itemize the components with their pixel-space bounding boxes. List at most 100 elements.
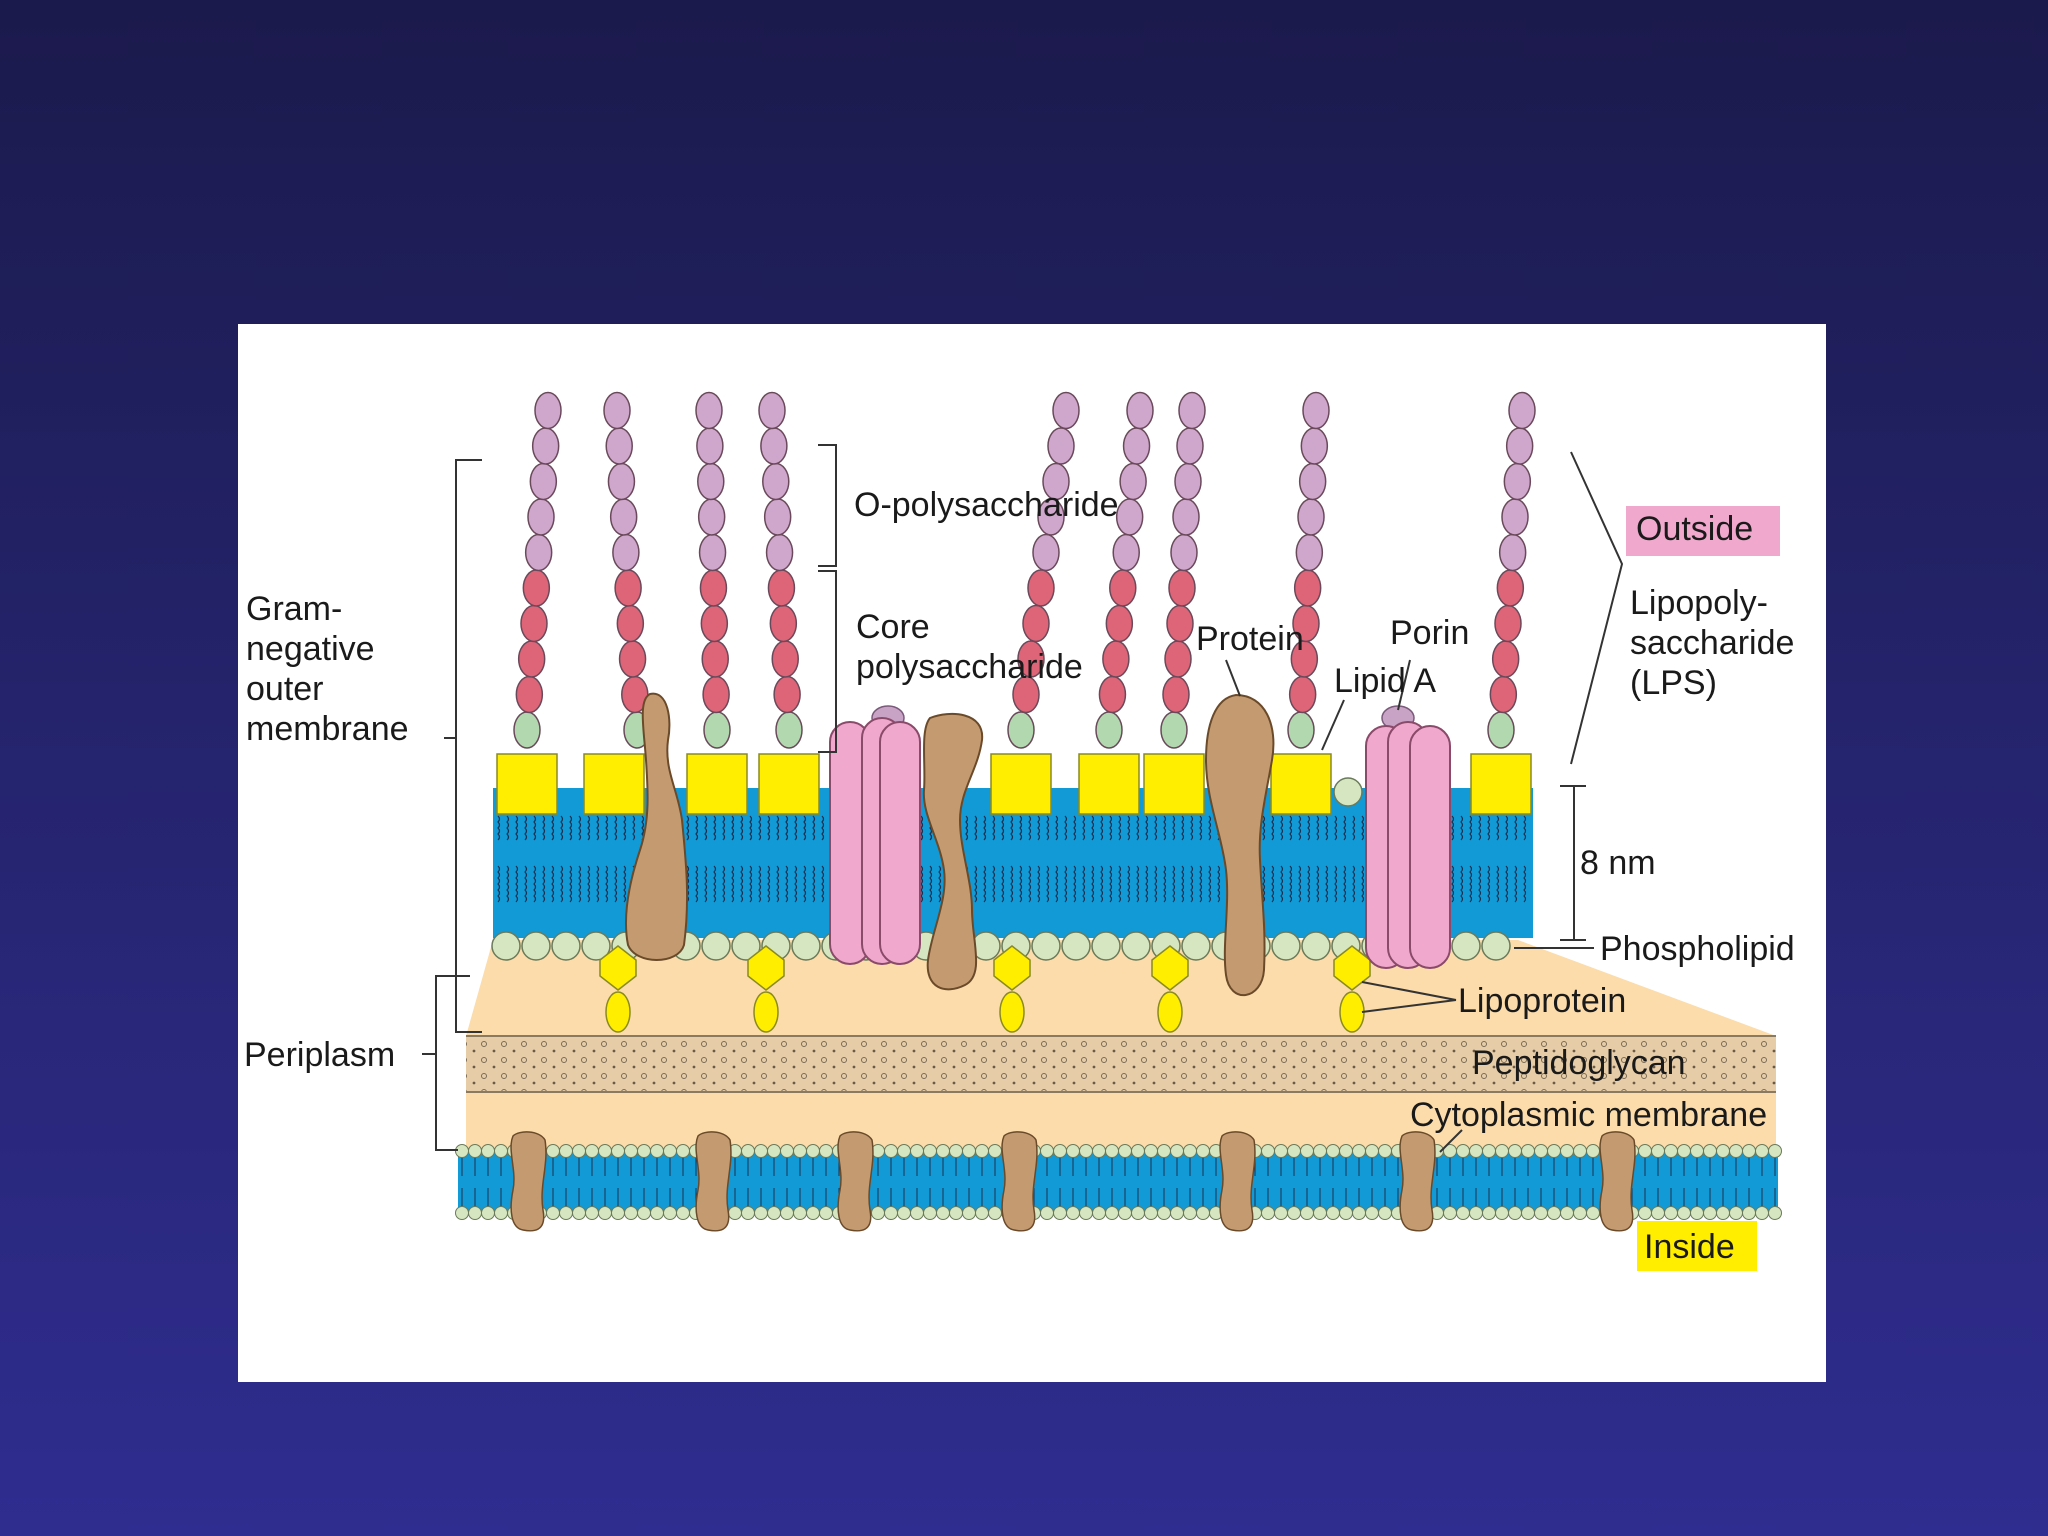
- lipid-tail: [974, 815, 978, 841]
- lipid-tail: [686, 815, 690, 841]
- lipid-tail: [821, 865, 825, 903]
- lipid-tail: [1505, 865, 1509, 903]
- lipid-tail: [1190, 865, 1194, 903]
- periplasm-bracket: [422, 975, 470, 1151]
- phospholipid-head: [1339, 1206, 1353, 1220]
- phospholipid-head: [1352, 1206, 1366, 1220]
- membrane-protein: [1219, 1131, 1256, 1232]
- phospholipid-head: [1053, 1206, 1067, 1220]
- phospholipid-head: [1664, 1144, 1678, 1158]
- lipid-tail: [1082, 865, 1086, 903]
- phospholipid-head: [1170, 1206, 1184, 1220]
- sugar-unit: [1168, 569, 1196, 607]
- phospholipid-head: [1181, 931, 1211, 961]
- transmembrane-protein-3: [1204, 693, 1275, 996]
- lipid-tail: [506, 865, 510, 903]
- eight-nm-bracket: [1560, 785, 1586, 941]
- sugar-unit: [616, 604, 645, 643]
- lipid-tail: [551, 815, 555, 841]
- lipid-tail: [1298, 865, 1302, 903]
- sugar-unit: [765, 533, 794, 572]
- lipid-tail: [497, 815, 501, 841]
- phospholipid-head: [637, 1206, 651, 1220]
- sugar-unit: [1112, 533, 1140, 572]
- sugar-unit: [1503, 462, 1532, 501]
- lipid-tail: [1109, 815, 1113, 841]
- sugar-unit: [1498, 533, 1527, 572]
- sugar-unit: [763, 498, 792, 536]
- phospholipid-head: [1118, 1144, 1132, 1158]
- lipid-tail: [1280, 865, 1284, 903]
- lipid-tail: [1469, 815, 1473, 841]
- phospholipid-head: [637, 1144, 651, 1158]
- phospholipid-head: [1456, 1144, 1470, 1158]
- phospholipid-head: [1066, 1206, 1080, 1220]
- phospholipid-head: [806, 1144, 820, 1158]
- phospholipid-head: [1091, 931, 1121, 961]
- lipid-tail: [1145, 815, 1149, 841]
- phospholipid-head: [1651, 1144, 1665, 1158]
- lipid-tail: [812, 865, 816, 903]
- lipid-tail: [1181, 865, 1185, 903]
- phospholipid-head: [754, 1144, 768, 1158]
- lipid-tail: [1514, 815, 1518, 841]
- lipid-tail: [758, 815, 762, 841]
- phospholipid-head: [1183, 1206, 1197, 1220]
- phospholipid-head: [1301, 931, 1331, 961]
- phospholipid-head: [923, 1144, 937, 1158]
- lipid-tail: [596, 815, 600, 841]
- phospholipid-head: [701, 931, 731, 961]
- lipid-tail: [803, 865, 807, 903]
- lipoprotein-head: [1151, 945, 1189, 991]
- lipid-tail: [1010, 815, 1014, 841]
- phospholipid-head: [1131, 1144, 1145, 1158]
- phospholipid-head: [1469, 1144, 1483, 1158]
- lipid-tail: [623, 815, 627, 841]
- phospholipid-head: [546, 1206, 560, 1220]
- phospholipid-head: [611, 1144, 625, 1158]
- lipid-tail: [713, 865, 717, 903]
- phospholipid-head: [1031, 931, 1061, 961]
- phospholipid-head: [468, 1144, 482, 1158]
- lipid-tail: [1496, 815, 1500, 841]
- phospholipid-head: [767, 1206, 781, 1220]
- sugar-unit: [1174, 462, 1202, 501]
- lipid-tail: [983, 865, 987, 903]
- phospholipid-head: [741, 1144, 755, 1158]
- lipid-tail: [1190, 815, 1194, 841]
- lipid-a-blocks: [496, 753, 1532, 815]
- membrane-protein: [1599, 1131, 1636, 1232]
- sugar-unit: [1508, 391, 1536, 430]
- phospholipid-head: [1157, 1144, 1171, 1158]
- sugar-unit: [762, 462, 790, 501]
- sugar-unit: [513, 711, 541, 749]
- lipid-tail: [1154, 865, 1158, 903]
- lipid-tail: [929, 865, 933, 903]
- phospholipid-head: [1560, 1144, 1574, 1158]
- lipoprotein-anchor: [753, 991, 779, 1033]
- phospholipid-head: [1547, 1144, 1561, 1158]
- phospholipid-head: [1287, 1144, 1301, 1158]
- inside-tag-box: [1637, 1221, 1757, 1271]
- lipid-tail: [1199, 815, 1203, 841]
- lipid-tail: [1343, 815, 1347, 841]
- porin-trimer-1: [829, 705, 921, 965]
- phospholipid-label: Phospholipid: [1600, 930, 1795, 968]
- phospholipid-head: [1352, 1144, 1366, 1158]
- sugar-unit: [1007, 711, 1035, 749]
- lipid-tail: [722, 865, 726, 903]
- peptidoglycan-texture: [466, 1036, 1776, 1092]
- lipid-tail: [614, 865, 618, 903]
- sugar-unit: [1297, 498, 1325, 536]
- phospholipid-head: [494, 1206, 508, 1220]
- sugar-unit: [1164, 640, 1192, 678]
- phospholipid-head: [455, 1206, 469, 1220]
- phospholipid-head: [1300, 1144, 1314, 1158]
- phospholipid-head: [1469, 1206, 1483, 1220]
- porin-leader: [1397, 659, 1411, 711]
- phospholipid-head: [767, 1144, 781, 1158]
- lipoprotein-head: [747, 945, 785, 991]
- phospholipid-head: [585, 1206, 599, 1220]
- phospholipid-head: [741, 1206, 755, 1220]
- phospholipid-head: [1066, 1144, 1080, 1158]
